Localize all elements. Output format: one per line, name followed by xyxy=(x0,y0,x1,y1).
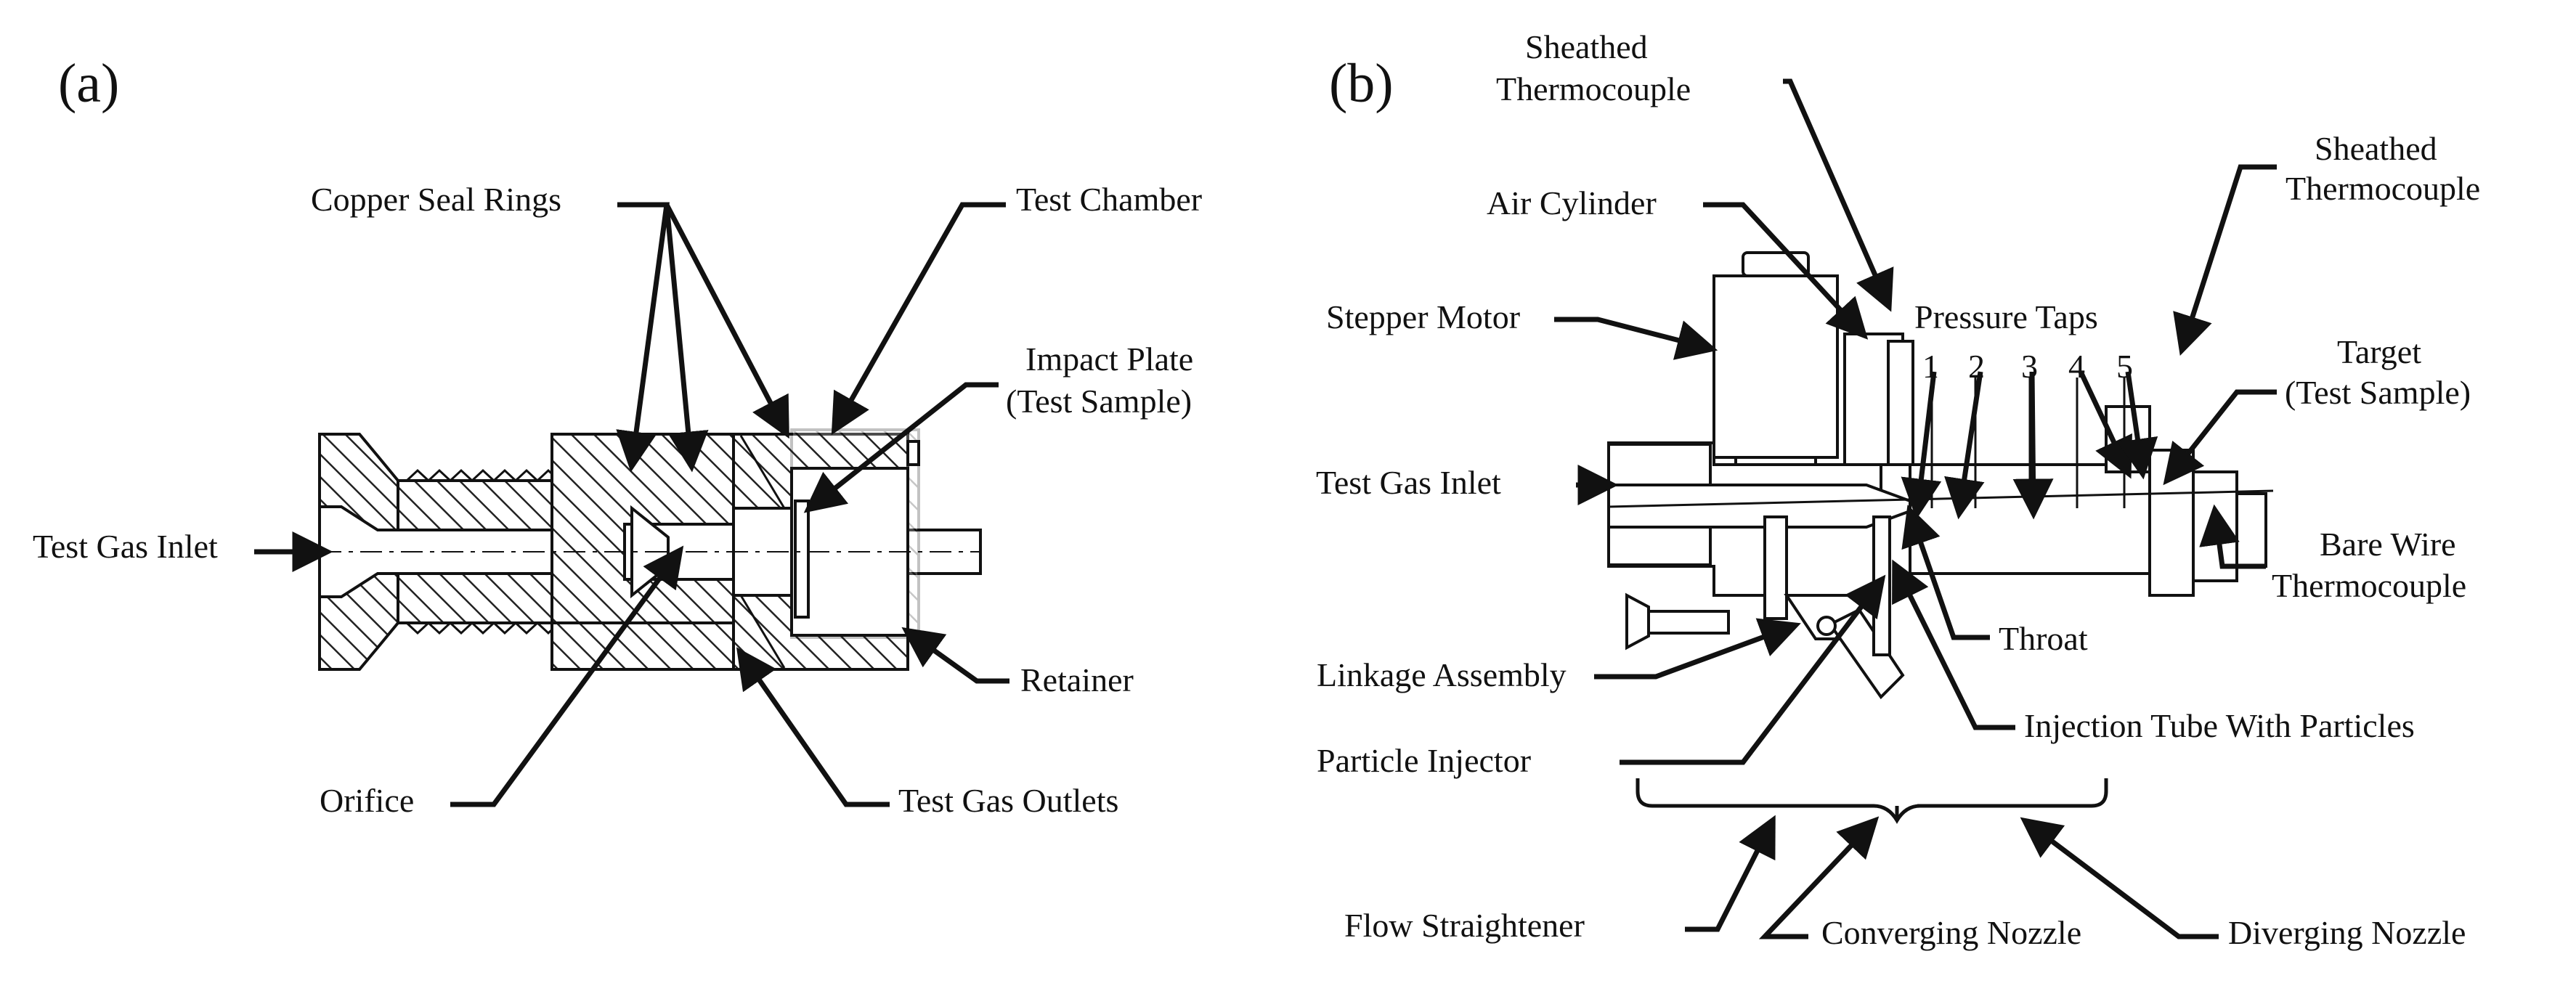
label-tap-3: 3 xyxy=(2021,348,2038,385)
label-test-chamber: Test Chamber xyxy=(1016,181,1202,218)
label-sheathed-tc-top-1: Sheathed xyxy=(1525,28,1648,65)
label-linkage-assembly: Linkage Assembly xyxy=(1317,656,1567,693)
label-throat: Throat xyxy=(1999,620,2088,657)
label-copper-seal-rings: Copper Seal Rings xyxy=(311,181,561,218)
label-bare-wire-tc-2: Thermocouple xyxy=(2272,567,2466,604)
panel-a: (a) xyxy=(33,53,1202,819)
label-sheathed-tc-right-1: Sheathed xyxy=(2315,130,2437,167)
label-target-2: (Test Sample) xyxy=(2285,374,2471,411)
label-pressure-taps: Pressure Taps xyxy=(1914,298,2098,335)
label-retainer: Retainer xyxy=(1020,661,1134,698)
label-target-1: Target xyxy=(2337,333,2421,370)
label-sheathed-tc-right-2: Thermocouple xyxy=(2286,170,2480,207)
label-air-cylinder: Air Cylinder xyxy=(1487,184,1657,221)
nozzle-assembly-drawing xyxy=(318,428,982,671)
label-particle-injector: Particle Injector xyxy=(1317,742,1531,779)
panel-a-label: (a) xyxy=(58,53,119,114)
label-sheathed-tc-top-2: Thermocouple xyxy=(1496,70,1691,107)
label-test-gas-inlet-b: Test Gas Inlet xyxy=(1316,464,1501,501)
label-test-gas-inlet-a: Test Gas Inlet xyxy=(33,528,218,565)
leader-lines-a xyxy=(254,202,1009,807)
label-stepper-motor: Stepper Motor xyxy=(1326,298,1520,335)
label-impact-plate-1: Impact Plate xyxy=(1025,341,1193,378)
label-test-gas-outlets: Test Gas Outlets xyxy=(898,782,1118,819)
label-orifice: Orifice xyxy=(320,782,414,819)
label-impact-plate-2: (Test Sample) xyxy=(1006,383,1192,420)
label-tap-2: 2 xyxy=(1968,348,1985,385)
label-converging-nozzle: Converging Nozzle xyxy=(1821,914,2081,951)
panel-b-label: (b) xyxy=(1329,53,1394,114)
label-bare-wire-tc-1: Bare Wire xyxy=(2320,526,2456,563)
panel-b: (b) xyxy=(1316,28,2480,951)
label-diverging-nozzle: Diverging Nozzle xyxy=(2228,914,2466,951)
label-injection-tube: Injection Tube With Particles xyxy=(2024,707,2415,744)
thread-marks xyxy=(405,468,561,635)
leader-lines-b xyxy=(1554,78,2277,939)
label-flow-straightener: Flow Straightener xyxy=(1344,907,1585,944)
